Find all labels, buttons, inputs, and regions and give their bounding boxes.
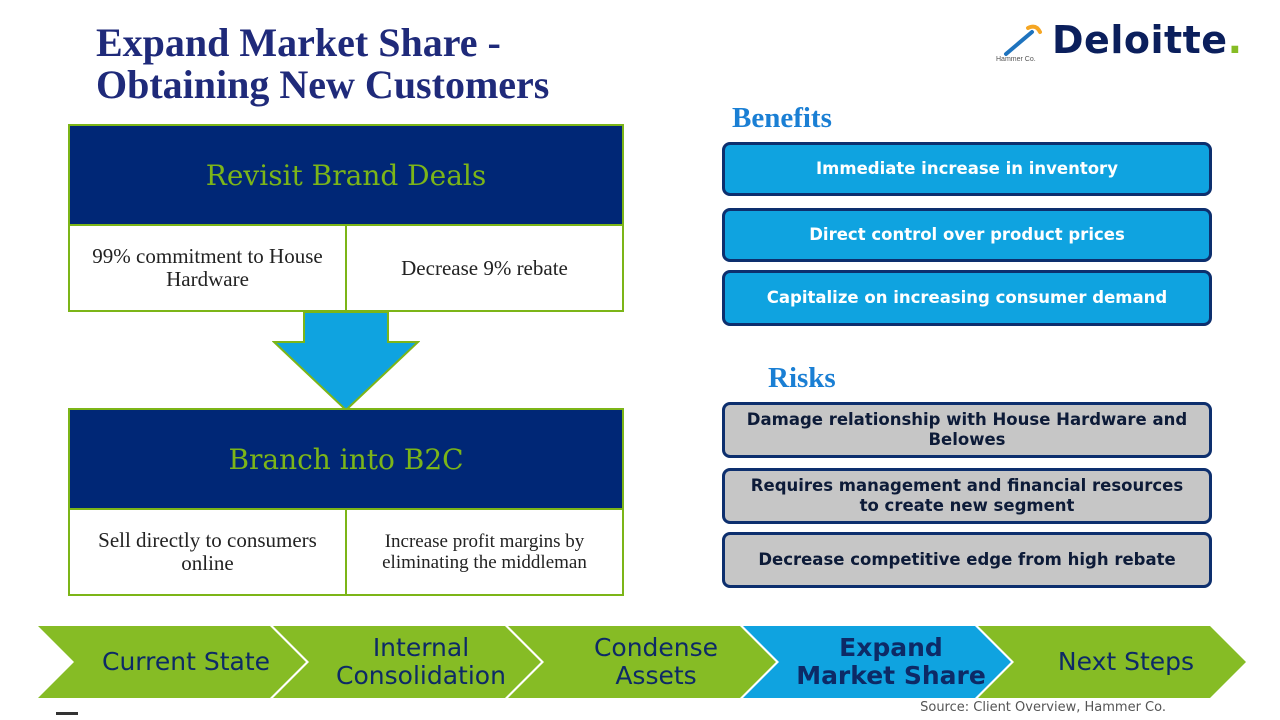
benefit-item: Immediate increase in inventory (722, 142, 1212, 196)
profit-margins-cell: Increase profit margins by eliminating t… (345, 510, 622, 594)
sell-directly-cell: Sell directly to consumers online (98, 528, 317, 575)
benefit-item: Capitalize on increasing consumer demand (722, 270, 1212, 326)
revisit-brand-deals-block: Revisit Brand Deals 99% commitment to Ho… (68, 124, 624, 312)
hammer-swoosh-icon (1004, 24, 1042, 56)
step-internal-consolidation[interactable]: Internal Consolidation (273, 626, 541, 698)
risk-item: Requires management and financial resour… (722, 468, 1212, 524)
branch-into-b2c-header: Branch into B2C (70, 410, 622, 510)
process-steps: Current State Internal Consolidation Con… (38, 626, 1248, 698)
risks-label: Risks (768, 362, 836, 394)
page-title: Expand Market Share - Obtaining New Cust… (96, 22, 656, 106)
risk-item: Damage relationship with House Hardware … (722, 402, 1212, 458)
benefit-item: Direct control over product prices (722, 208, 1212, 262)
revisit-brand-deals-row: 99% commitment to House Hardware Decreas… (70, 226, 622, 310)
benefits-label: Benefits (732, 102, 832, 134)
step-next-steps[interactable]: Next Steps (978, 626, 1246, 698)
client-name: Hammer Co. (996, 56, 1036, 63)
branch-into-b2c-heading: Branch into B2C (228, 442, 464, 476)
down-arrow-icon (272, 312, 420, 412)
title-line-2: Obtaining New Customers (96, 62, 550, 107)
step-condense-assets[interactable]: Condense Assets (508, 626, 776, 698)
risk-item: Decrease competitive edge from high reba… (722, 532, 1212, 588)
corner-divider (56, 712, 78, 715)
commitment-cell: 99% commitment to House Hardware (92, 244, 323, 291)
revisit-brand-deals-header: Revisit Brand Deals (70, 126, 622, 226)
step-expand-market-share[interactable]: Expand Market Share (743, 626, 1011, 698)
source-note: Source: Client Overview, Hammer Co. (920, 700, 1166, 715)
revisit-brand-deals-heading: Revisit Brand Deals (205, 158, 487, 192)
brand-name: Deloitte (1052, 18, 1228, 62)
branch-into-b2c-block: Branch into B2C Sell directly to consume… (68, 408, 624, 596)
brand-dot: . (1227, 18, 1243, 62)
brand-wordmark: Deloitte. (1052, 18, 1243, 62)
branch-into-b2c-row: Sell directly to consumers online Increa… (70, 510, 622, 594)
title-line-1: Expand Market Share - (96, 20, 501, 65)
step-current-state[interactable]: Current State (38, 626, 306, 698)
deloitte-logo: Hammer Co. Deloitte. (996, 18, 1246, 70)
rebate-cell: Decrease 9% rebate (345, 226, 622, 310)
